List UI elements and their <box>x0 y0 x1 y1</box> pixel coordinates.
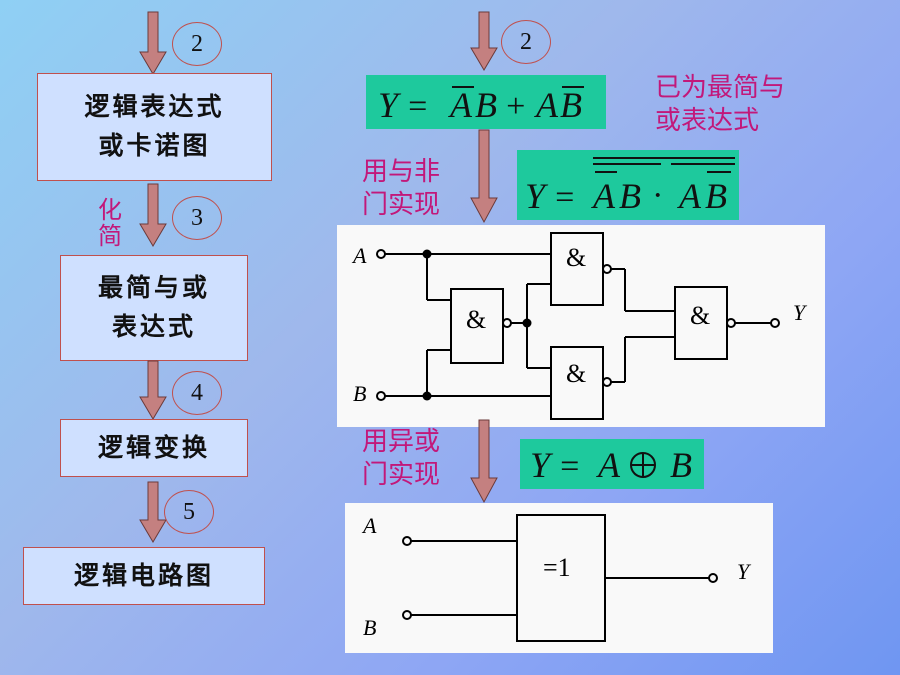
svg-text:·: · <box>653 177 662 214</box>
formula-nand: Y = A B · A B <box>517 150 739 220</box>
svg-text:Y: Y <box>525 176 549 216</box>
down-arrow-right-1 <box>470 11 498 71</box>
box-logic-transform: 逻辑变换 <box>60 419 248 477</box>
step-2-circle-right: 2 <box>501 20 551 64</box>
svg-text:A: A <box>534 85 559 125</box>
step-5-circle: 5 <box>164 490 214 534</box>
svg-text:Y: Y <box>530 445 554 485</box>
down-arrow-1 <box>139 11 167 75</box>
nand-gate-output-symbol: & <box>690 301 710 330</box>
svg-text:A: A <box>448 85 473 125</box>
svg-text:+: + <box>504 88 527 125</box>
xor-circuit-diagram: A B Y =1 <box>361 513 752 642</box>
svg-text:B: B <box>475 85 497 125</box>
nand-gate-middle-symbol: & <box>466 305 486 334</box>
simplify-label: 化 简 <box>98 196 122 250</box>
xor-gate-symbol: =1 <box>543 553 571 582</box>
box3-text: 逻辑变换 <box>97 432 210 462</box>
svg-text:A: A <box>677 176 702 216</box>
nand-gate-top-symbol: & <box>566 243 586 272</box>
svg-text:B: B <box>670 445 692 485</box>
down-arrow-right-2 <box>470 129 498 224</box>
nand-implementation-note: 用与非 门实现 <box>362 157 441 220</box>
formula-xor-render: Y = A B <box>530 445 692 485</box>
svg-text:=: = <box>558 448 581 485</box>
nand-output-y-label: Y <box>793 300 808 325</box>
formula-nand-render: Y = A B · A B <box>525 157 735 216</box>
nand-circuit-diagram: A B Y & & & & <box>351 232 808 420</box>
svg-text:B: B <box>560 85 582 125</box>
step-3-circle: 3 <box>172 196 222 240</box>
svg-text:A: A <box>596 445 621 485</box>
formula-sop-render: Y = A B + A B <box>378 85 584 125</box>
box-logic-circuit: 逻辑电路图 <box>23 547 265 605</box>
svg-text:B: B <box>619 176 641 216</box>
box4-text: 逻辑电路图 <box>73 560 214 590</box>
step-2-circle-left: 2 <box>172 22 222 66</box>
svg-text:Y: Y <box>378 85 402 125</box>
down-arrow-3 <box>139 360 167 420</box>
already-simplest-note: 已为最简与 或表达式 <box>655 73 786 136</box>
down-arrow-4 <box>139 481 167 543</box>
down-arrow-2 <box>139 183 167 247</box>
svg-text:A: A <box>591 176 616 216</box>
box1-line1: 逻辑表达式 <box>84 92 225 122</box>
step-4-circle: 4 <box>172 371 222 415</box>
svg-text:B: B <box>705 176 727 216</box>
formula-sop: Y = A B + A B <box>366 75 606 129</box>
formula-xor: Y = A B <box>520 439 704 489</box>
xor-input-a-label: A <box>361 513 377 538</box>
box1-line2: 或卡诺图 <box>98 131 211 160</box>
xor-circuit-panel: A B Y =1 <box>345 503 773 653</box>
box2-line2: 表达式 <box>111 312 196 341</box>
nand-input-b-label: B <box>353 381 366 406</box>
box-logic-expression: 逻辑表达式 或卡诺图 <box>37 73 272 181</box>
box2-line1: 最简与或 <box>97 273 210 303</box>
nand-circuit-panel: A B Y & & & & <box>337 225 825 427</box>
nand-gate-bottom-symbol: & <box>566 359 586 388</box>
box-simplest-sop: 最简与或 表达式 <box>60 255 248 361</box>
xor-input-b-label: B <box>363 615 376 640</box>
svg-text:=: = <box>553 179 576 216</box>
svg-text:=: = <box>406 88 429 125</box>
down-arrow-right-3 <box>470 419 498 504</box>
xor-implementation-note: 用异或 门实现 <box>362 427 441 490</box>
xor-output-y-label: Y <box>737 559 752 584</box>
nand-input-a-label: A <box>351 243 367 268</box>
